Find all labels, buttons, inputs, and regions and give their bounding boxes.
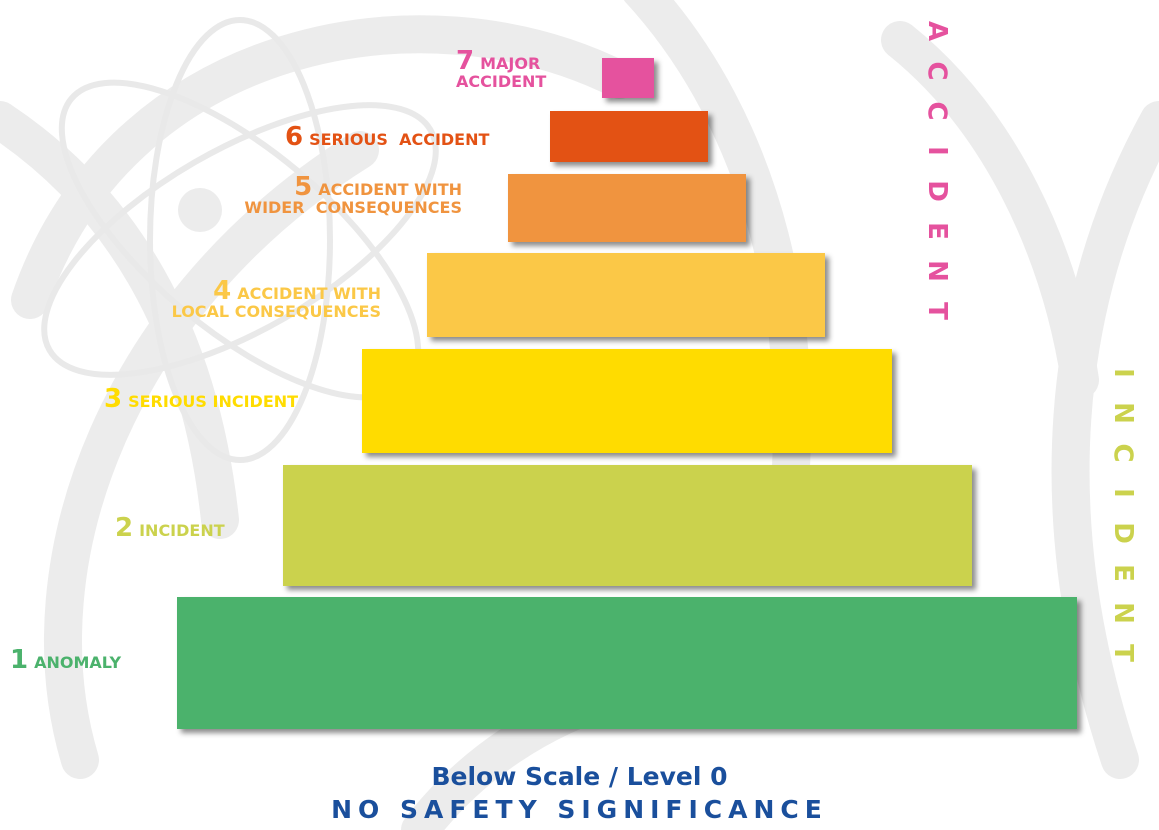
side-letter: C bbox=[921, 101, 952, 121]
level-3-number: 3 bbox=[104, 384, 123, 414]
level-7-bar bbox=[602, 58, 654, 98]
side-letter: E bbox=[921, 222, 952, 240]
level-4-bar bbox=[427, 253, 825, 337]
level-4-label: 4 ACCIDENT WITH LOCAL CONSEQUENCES bbox=[145, 278, 381, 321]
level-7-label: 7 MAJOR ACCIDENT bbox=[456, 48, 547, 91]
side-letter: A bbox=[921, 20, 952, 42]
level-4-text-line2: LOCAL CONSEQUENCES bbox=[171, 302, 381, 321]
level-5-bar bbox=[508, 174, 746, 242]
level-7-text-line1: MAJOR bbox=[480, 54, 541, 73]
level-3-bar bbox=[362, 349, 892, 453]
side-letter: D bbox=[1107, 522, 1138, 544]
level-5-number: 5 bbox=[294, 172, 313, 202]
level-1-bar bbox=[177, 597, 1077, 729]
side-letter: I bbox=[921, 146, 952, 156]
level-6-number: 6 bbox=[285, 122, 304, 152]
side-letter: N bbox=[1107, 602, 1138, 624]
level-5-label: 5 ACCIDENT WITH WIDER CONSEQUENCES bbox=[230, 174, 462, 217]
no-safety-significance-subtitle: NO SAFETY SIGNIFICANCE bbox=[331, 795, 828, 824]
level-3-label: 3 SERIOUS INCIDENT bbox=[104, 386, 299, 412]
level-5-text-line2: WIDER CONSEQUENCES bbox=[244, 198, 462, 217]
level-2-number: 2 bbox=[115, 513, 134, 543]
side-letter: C bbox=[921, 61, 952, 81]
level-2-text: INCIDENT bbox=[139, 521, 225, 540]
level-6-text: SERIOUS ACCIDENT bbox=[309, 130, 490, 149]
side-letter: N bbox=[1107, 402, 1138, 424]
side-letter: T bbox=[921, 302, 952, 320]
side-letter: I bbox=[1107, 488, 1138, 498]
side-letter: C bbox=[1107, 443, 1138, 463]
side-letter: I bbox=[1107, 368, 1138, 378]
below-scale-title: Below Scale / Level 0 bbox=[431, 762, 728, 791]
level-1-number: 1 bbox=[10, 645, 29, 675]
level-4-text-line1: ACCIDENT WITH bbox=[237, 284, 381, 303]
side-letter: E bbox=[1107, 564, 1138, 582]
level-1-label: 1 ANOMALY bbox=[10, 647, 122, 673]
side-letter: N bbox=[921, 260, 952, 282]
level-7-text-line2: ACCIDENT bbox=[456, 72, 547, 91]
side-letter: T bbox=[1107, 644, 1138, 662]
level-2-bar bbox=[283, 465, 972, 586]
level-7-number: 7 bbox=[456, 46, 475, 76]
level-4-number: 4 bbox=[213, 276, 232, 306]
level-6-label: 6 SERIOUS ACCIDENT bbox=[285, 124, 490, 150]
level-3-text: SERIOUS INCIDENT bbox=[128, 392, 299, 411]
level-5-text-line1: ACCIDENT WITH bbox=[318, 180, 462, 199]
level-2-label: 2 INCIDENT bbox=[115, 515, 225, 541]
level-6-bar bbox=[550, 111, 708, 162]
level-1-text: ANOMALY bbox=[34, 653, 122, 672]
side-letter: D bbox=[921, 180, 952, 202]
